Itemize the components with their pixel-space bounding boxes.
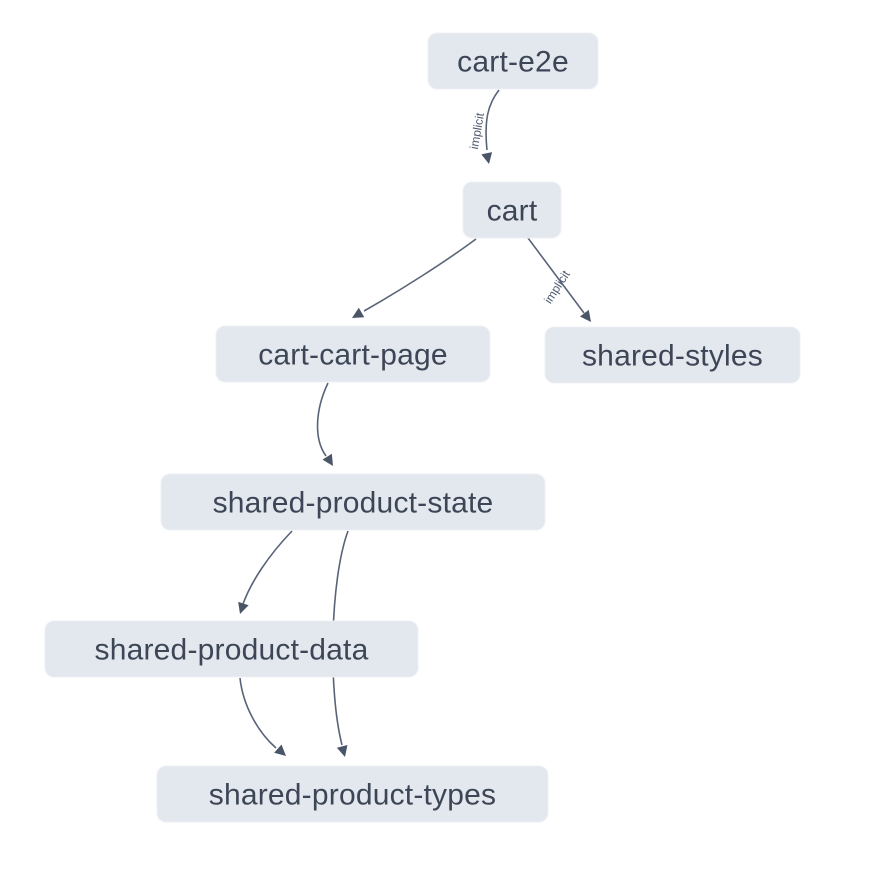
edge-line <box>242 530 293 605</box>
graph-edge[interactable]: implicit <box>527 237 595 325</box>
graph-edge[interactable]: implicit <box>467 89 500 165</box>
node-label: cart <box>487 195 538 228</box>
node-box <box>156 765 549 823</box>
graph-edge[interactable] <box>235 530 293 616</box>
node-box <box>44 620 419 678</box>
graph-edge[interactable] <box>349 238 477 323</box>
nodes-layer: cart-e2e cart cart-cart-page shared-styles s… <box>44 32 801 823</box>
node-label: shared-product-types <box>209 779 496 812</box>
edge-label: implicit <box>541 267 573 306</box>
arrowhead-icon <box>274 744 286 756</box>
node-label: shared-product-data <box>95 634 369 667</box>
node-label: shared-product-state <box>213 487 494 520</box>
node-label: shared-styles <box>582 340 763 373</box>
edge-label: implicit <box>467 111 487 150</box>
node-label: cart-e2e <box>457 46 569 79</box>
node-box <box>427 32 599 90</box>
node-box <box>544 326 801 384</box>
graph-node-shared-product-state[interactable]: shared-product-state <box>160 473 546 531</box>
node-label: cart-cart-page <box>258 339 448 372</box>
graph-node-cart-e2e[interactable]: cart-e2e <box>427 32 599 90</box>
node-box <box>215 325 491 383</box>
graph-node-shared-product-data[interactable]: shared-product-data <box>44 620 419 678</box>
arrowhead-icon <box>481 152 493 164</box>
graph-edge[interactable] <box>239 677 290 760</box>
arrowhead-icon <box>579 309 591 322</box>
node-box <box>462 181 562 239</box>
edge-line <box>527 237 585 314</box>
graph-node-shared-product-types[interactable]: shared-product-types <box>156 765 549 823</box>
edge-line <box>316 382 329 457</box>
arrowhead-icon <box>352 307 365 318</box>
graph-node-cart[interactable]: cart <box>462 181 562 239</box>
graph-node-cart-cart-page[interactable]: cart-cart-page <box>215 325 491 383</box>
arrowhead-icon <box>336 744 348 757</box>
edge-line <box>363 238 477 312</box>
edge-line <box>485 89 500 151</box>
node-box <box>160 473 546 531</box>
arrowhead-icon <box>322 453 333 466</box>
graph-edge[interactable] <box>316 382 338 469</box>
edge-line <box>239 677 277 749</box>
graph-node-shared-styles[interactable]: shared-styles <box>544 326 801 384</box>
arrowhead-icon <box>238 601 249 614</box>
